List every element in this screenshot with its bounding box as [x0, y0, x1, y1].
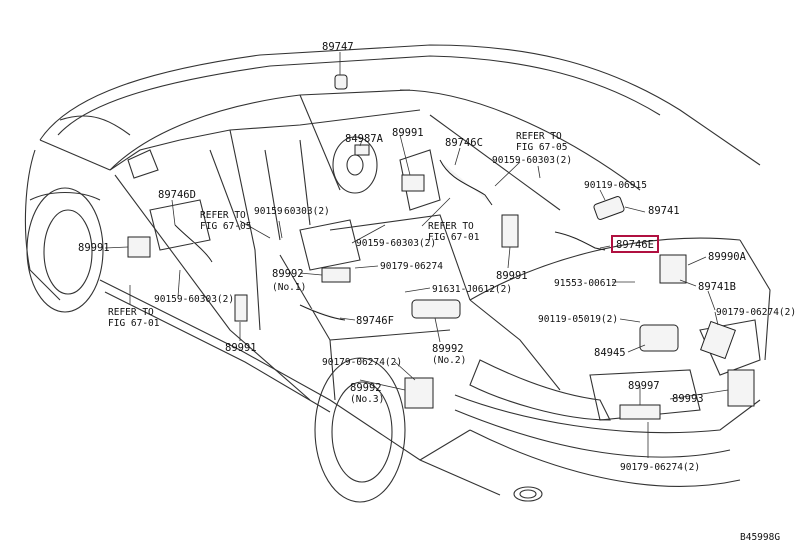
- label-no1: (No.1): [272, 282, 306, 293]
- label-89746f: 89746F: [356, 315, 394, 327]
- label-89746e: 89746E: [616, 239, 654, 251]
- label-89746d: 89746D: [158, 189, 196, 201]
- label-90159: 90159: [254, 206, 283, 217]
- label-84987a: 84987A: [345, 133, 384, 145]
- label-refer-mid2-2: FIG 67-01: [428, 232, 480, 243]
- label-no2: (No.2): [432, 355, 466, 366]
- label-89991-center: 89991: [496, 270, 528, 282]
- label-89991-top: 89991: [392, 127, 424, 139]
- label-89741b: 89741B: [698, 281, 736, 293]
- part-89747-sensor: [334, 74, 348, 90]
- label-no3: (No.3): [350, 394, 384, 405]
- part-89992-no1: [321, 267, 351, 283]
- label-refer-top-1: REFER TO: [516, 131, 562, 142]
- label-90159-60303-b: 90159-60303(2): [356, 238, 436, 249]
- part-89746c-harness: [439, 159, 493, 206]
- label-refer-left-1: REFER TO: [108, 307, 154, 318]
- label-89741: 89741: [648, 205, 680, 217]
- part-89991-center: [501, 214, 519, 248]
- highlight-box: [611, 235, 659, 253]
- part-89741-ecu: [593, 196, 625, 220]
- part-84987a-switch: [354, 144, 370, 156]
- label-refer-top-2: FIG 67-05: [516, 142, 567, 153]
- label-89992-no1: 89992: [272, 268, 304, 280]
- label-89747: 89747: [322, 41, 354, 53]
- label-90179-06274-c: 90179-06274(2): [322, 357, 402, 368]
- part-89993-sensor: [727, 369, 755, 407]
- part-89746e-harness: [554, 231, 606, 251]
- label-90119-05019: 90119-05019(2): [538, 314, 618, 325]
- part-89991-low: [234, 294, 248, 322]
- leader-lines: [104, 52, 729, 458]
- parts: [127, 74, 755, 420]
- label-60303-2: 60303(2): [284, 206, 330, 217]
- label-84945: 84945: [594, 347, 626, 359]
- part-89746d-harness: [174, 224, 213, 263]
- car-body-outline: [24, 44, 771, 503]
- label-89991-low: 89991: [225, 342, 257, 354]
- part-89991-left: [127, 236, 151, 258]
- label-90119-06915: 90119-06915: [584, 180, 647, 191]
- label-91553-00612: 91553-00612: [554, 278, 617, 289]
- part-89990a-antenna: [659, 254, 687, 284]
- label-89746c: 89746C: [445, 137, 483, 149]
- highlight-89746e[interactable]: 89746E: [611, 235, 659, 253]
- label-90179-06274-b: 90179-06274(2): [716, 307, 796, 318]
- label-refer-mid-1: REFER TO: [200, 210, 246, 221]
- label-90179-06274-d: 90179-06274(2): [620, 462, 700, 473]
- label-89990a: 89990A: [708, 251, 747, 263]
- label-89991-left: 89991: [78, 242, 110, 254]
- diagram-id: B45998G: [740, 532, 780, 543]
- label-refer-mid-2: FIG 67-05: [200, 221, 251, 232]
- labels: 89747 84987A 89991 89746C REFER TO FIG 6…: [78, 41, 796, 543]
- part-89992-no3: [404, 377, 434, 409]
- label-89992-no3: 89992: [350, 382, 382, 394]
- label-89993: 89993: [672, 393, 704, 405]
- label-90179-06274-a: 90179-06274: [380, 261, 443, 272]
- label-refer-left-2: FIG 67-01: [108, 318, 160, 329]
- part-89991-top: [401, 174, 425, 192]
- label-89997: 89997: [628, 380, 660, 392]
- part-89997-bracket: [619, 404, 661, 420]
- part-89746f-harness: [299, 304, 346, 321]
- part-84945-switch: [639, 324, 679, 352]
- label-91631-j0612: 91631-J0612(2): [432, 284, 512, 295]
- label-89992-no2: 89992: [432, 343, 464, 355]
- label-90159-60303-a: 90159-60303(2): [492, 155, 572, 166]
- label-refer-mid2-1: REFER TO: [428, 221, 474, 232]
- part-89992-no2: [411, 299, 461, 319]
- label-90159-60303-c: 90159-60303(2): [154, 294, 234, 305]
- part-89741b-unit: [700, 320, 736, 360]
